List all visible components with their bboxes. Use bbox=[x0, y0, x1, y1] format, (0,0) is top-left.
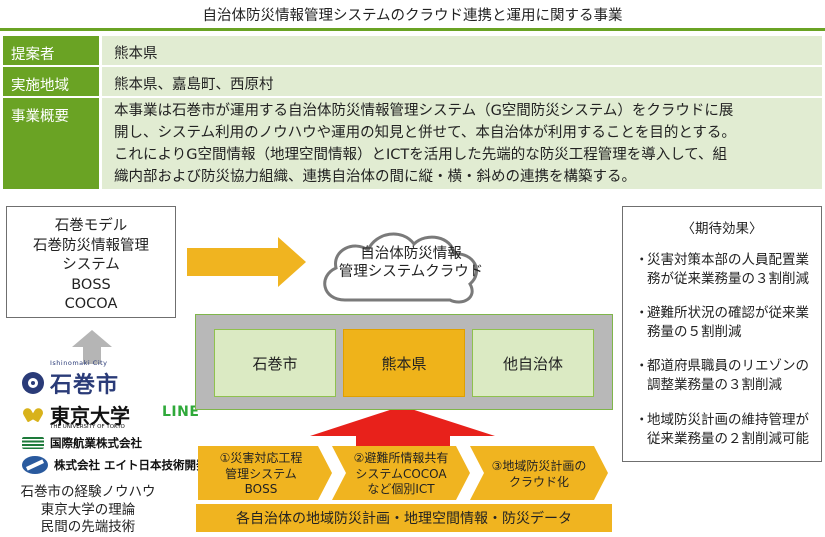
municipality-kumamoto: 熊本県 bbox=[343, 329, 465, 397]
municipality-ishinomaki: 石巻市 bbox=[214, 329, 336, 397]
overview-line: 開し、システム利用のノウハウや運用の知見と併せて、本自治体が利用することを目的と… bbox=[114, 125, 736, 141]
model-line: システム bbox=[62, 257, 120, 273]
info-row-proposer: 提案者 熊本県 bbox=[3, 36, 822, 65]
model-line: COCOA bbox=[64, 296, 118, 312]
info-row-overview: 事業概要 本事業は石巻市が運用する自治体防災情報管理システム（G空間防災システム… bbox=[3, 98, 822, 189]
ishinomaki-model-box: 石巻モデル 石巻防災情報管理 システム BOSS COCOA bbox=[6, 206, 176, 318]
info-label-proposer: 提案者 bbox=[3, 36, 99, 65]
effect-item: ・ 避難所状況の確認が従来業 務量の５割削減 bbox=[635, 304, 817, 342]
kokusai-mark-icon bbox=[22, 437, 44, 449]
red-up-arrow-icon bbox=[310, 406, 495, 446]
model-line: 石巻モデル bbox=[54, 218, 128, 234]
data-bar: 各自治体の地域防災計画・地理空間情報・防災データ bbox=[196, 504, 612, 532]
effect-line: 従来業務量の２割削減可能 bbox=[647, 431, 809, 447]
step-chevron-2 bbox=[332, 446, 470, 500]
step-line: クラウド化 bbox=[508, 474, 569, 489]
left-caption: 石巻市の経験ノウハウ 東京大学の理論 民間の先端技術 bbox=[8, 484, 168, 537]
overview-line: 織内部および防災協力組織、連携自治体の間に縦・横・斜めの連携を構築する。 bbox=[114, 169, 636, 185]
expected-effects-box: 〈期待効果〉 ・ 災害対策本部の人員配置業 務が従来業務量の３割削減 ・ 避難所… bbox=[622, 206, 822, 462]
info-label-area: 実施地域 bbox=[3, 67, 99, 96]
step-line: など個別ICT bbox=[367, 482, 435, 496]
caption-line: 民間の先端技術 bbox=[40, 519, 136, 535]
effect-line: 調整業務量の３割削減 bbox=[647, 377, 782, 393]
kokusai-logo-text: 国際航業株式会社 bbox=[50, 436, 142, 450]
line-label: LINE bbox=[162, 404, 200, 420]
step-line: ②避難所情報共有 bbox=[353, 451, 449, 465]
cloud-title: 自治体防災情報 管理システムクラウド bbox=[316, 245, 506, 281]
model-line: BOSS bbox=[71, 276, 111, 293]
effect-line: 避難所状況の確認が従来業 bbox=[647, 305, 809, 321]
info-value-area: 熊本県、嘉島町、西原村 bbox=[102, 67, 822, 96]
effect-item: ・ 災害対策本部の人員配置業 務が従来業務量の３割削減 bbox=[635, 251, 817, 289]
step-chevron-3 bbox=[470, 446, 608, 500]
municipality-container: 石巻市 熊本県 他自治体 bbox=[195, 314, 613, 410]
info-label-overview: 事業概要 bbox=[3, 98, 99, 189]
ishinomaki-small-label: Ishinomaki City bbox=[50, 359, 108, 367]
info-value-overview: 本事業は石巻市が運用する自治体防災情報管理システム（G空間防災システム）をクラウ… bbox=[102, 98, 822, 189]
effect-line: 地域防災計画の維持管理が bbox=[647, 412, 809, 428]
step-chevron-1 bbox=[198, 446, 332, 500]
overview-line: これによりG空間情報（地理空間情報）とICTを活用した先端的な防災工程管理を導入… bbox=[114, 147, 728, 163]
cloud-icon bbox=[323, 232, 478, 304]
bullet-icon: ・ bbox=[635, 305, 649, 321]
step-line: ①災害対応工程 bbox=[219, 451, 303, 465]
info-value-proposer: 熊本県 bbox=[102, 36, 822, 65]
effect-line: 都道府県職員のリエゾンの bbox=[647, 358, 809, 374]
municipality-other: 他自治体 bbox=[472, 329, 594, 397]
info-row-area: 実施地域 熊本県、嘉島町、西原村 bbox=[3, 67, 822, 96]
caption-line: 東京大学の理論 bbox=[40, 501, 136, 518]
utokyo-small-label: THE UNIVERSITY OF TOKYO bbox=[50, 424, 125, 430]
logo-ishinomaki: Ishinomaki City 石巻市 bbox=[22, 359, 120, 399]
step-line: BOSS bbox=[244, 482, 278, 496]
cloud-line: 管理システムクラウド bbox=[338, 264, 484, 280]
bullet-icon: ・ bbox=[635, 412, 649, 428]
overview-line: 本事業は石巻市が運用する自治体防災情報管理システム（G空間防災システム）をクラウ… bbox=[114, 103, 734, 119]
step-text-1: ①災害対応工程 管理システム BOSS bbox=[202, 451, 320, 498]
logo-ait: 株式会社 エイト日本技術開発 bbox=[22, 456, 208, 474]
logo-kokusai: 国際航業株式会社 bbox=[22, 435, 142, 451]
cloud-line: 自治体防災情報 bbox=[360, 246, 462, 262]
header-divider bbox=[0, 28, 825, 31]
effect-item: ・ 地域防災計画の維持管理が 従来業務量の２割削減可能 bbox=[635, 411, 817, 449]
ait-mark-icon bbox=[22, 456, 48, 474]
effect-line: 災害対策本部の人員配置業 bbox=[647, 252, 809, 268]
utokyo-logo-text: 東京大学 bbox=[50, 404, 130, 428]
bullet-icon: ・ bbox=[635, 252, 649, 268]
ait-logo-text: 株式会社 エイト日本技術開発 bbox=[54, 458, 208, 472]
effect-line: 務量の５割削減 bbox=[647, 324, 742, 340]
step-line: システムCOCOA bbox=[355, 466, 447, 481]
right-arrow-icon bbox=[187, 237, 306, 287]
step-line: 管理システム bbox=[225, 466, 297, 481]
page-title: 自治体防災情報管理システムのクラウド連携と運用に関する事業 bbox=[202, 8, 623, 24]
ishinomaki-seal-icon bbox=[22, 372, 44, 394]
step-text-2: ②避難所情報共有 システムCOCOA など個別ICT bbox=[342, 451, 460, 498]
step-line: ③地域防災計画の bbox=[491, 459, 587, 473]
up-arrow-icon bbox=[72, 330, 112, 364]
logo-utokyo: 東京大学 THE UNIVERSITY OF TOKYO bbox=[21, 400, 130, 430]
caption-line: 石巻市の経験ノウハウ bbox=[20, 484, 156, 500]
step-text-3: ③地域防災計画の クラウド化 bbox=[480, 459, 598, 490]
effect-line: 務が従来業務量の３割削減 bbox=[647, 271, 809, 287]
ishinomaki-logo-text: 石巻市 bbox=[50, 373, 120, 398]
effects-title: 〈期待効果〉 bbox=[681, 221, 763, 237]
bullet-icon: ・ bbox=[635, 358, 649, 374]
model-line: 石巻防災情報管理 bbox=[33, 237, 149, 254]
effect-item: ・ 都道府県職員のリエゾンの 調整業務量の３割削減 bbox=[635, 357, 817, 395]
